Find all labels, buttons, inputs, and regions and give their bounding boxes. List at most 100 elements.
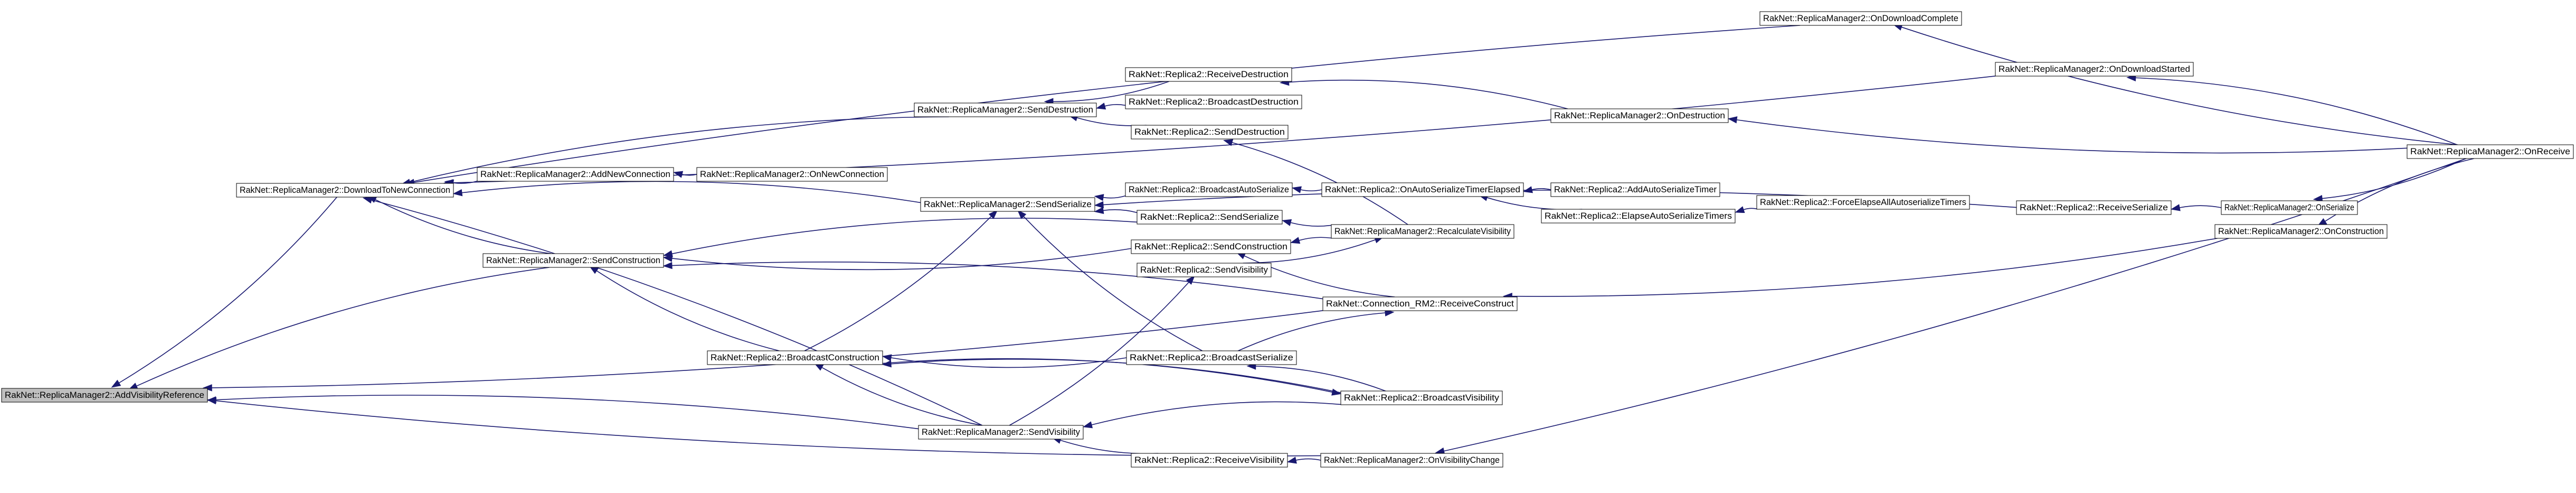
node-r2sv[interactable]: RakNet::Replica2::SendVisibility [1137, 263, 1272, 277]
node-bc[interactable]: RakNet::Replica2::BroadcastConstruction [707, 350, 883, 365]
edge-line [671, 218, 1138, 255]
node-rv[interactable]: RakNet::Replica2::ReceiveVisibility [1131, 453, 1288, 468]
edge-line [1060, 440, 1159, 454]
arrowhead [362, 197, 373, 204]
edge-ssm-to-dtnc [452, 181, 921, 203]
node-box [1126, 350, 1297, 365]
edge-line [1512, 238, 2218, 297]
edge-rbd-to-sdst [1096, 103, 1126, 110]
edge-bv-to-bs [1246, 362, 1386, 392]
edge-r2ss-to-ssm [1094, 207, 1138, 214]
node-rrd[interactable]: RakNet::Replica2::ReceiveDestruction [1125, 67, 1292, 82]
node-aast[interactable]: RakNet::Replica2::AddAutoSerializeTimer [1550, 182, 1720, 197]
node-bas[interactable]: RakNet::Replica2::BroadcastAutoSerialize [1125, 182, 1293, 197]
edge-line [452, 76, 1996, 183]
arrowhead [1290, 237, 1301, 244]
edge-onc-to-anc [673, 171, 697, 178]
node-avr: RakNet::ReplicaManager2::AddVisibilityRe… [1, 388, 208, 403]
edge-line [1531, 188, 1551, 190]
node-label: RakNet::Replica2::BroadcastSerialize [1130, 353, 1293, 362]
edge-orcv-to-oser [2313, 158, 2466, 202]
edge-bv-to-svm [1083, 401, 1341, 429]
node-oc[interactable]: RakNet::ReplicaManager2::OnConstruction [2214, 224, 2388, 239]
node-label: RakNet::Replica2::SendSerialize [1140, 212, 1279, 222]
node-box [1131, 453, 1288, 468]
arrowhead [1735, 206, 1745, 213]
edge-line [681, 174, 697, 176]
arrowhead [662, 255, 673, 262]
node-bv[interactable]: RakNet::Replica2::BroadcastVisibility [1340, 390, 1503, 405]
edge-line [2135, 77, 2458, 145]
node-sdst[interactable]: RakNet::ReplicaManager2::SendDestruction [914, 103, 1097, 117]
arrowhead [1094, 201, 1104, 209]
arrowhead [662, 262, 673, 269]
node-box [1322, 296, 1518, 311]
node-ssm[interactable]: RakNet::ReplicaManager2::SendSerialize [920, 197, 1095, 212]
node-rser[interactable]: RakNet::Replica2::ReceiveSerialize [2016, 200, 2172, 215]
arrowhead [1223, 139, 1234, 146]
node-rcv[interactable]: RakNet::ReplicaManager2::RecalculateVisi… [1331, 224, 1514, 239]
node-label: RakNet::Replica2::ReceiveDestruction [1129, 70, 1289, 79]
edge-r2sc-to-scm [662, 248, 1132, 271]
arrowhead [1727, 116, 1738, 124]
node-rbd[interactable]: RakNet::Replica2::BroadcastDestruction [1125, 95, 1302, 109]
arrowhead [1286, 457, 1297, 464]
node-label: RakNet::Replica2::BroadcastAutoSerialize [1129, 185, 1289, 194]
node-r2sc[interactable]: RakNet::Replica2::SendConstruction [1131, 239, 1291, 254]
node-feas[interactable]: RakNet::Replica2::ForceElapseAllAutoseri… [1756, 195, 1970, 210]
node-onc[interactable]: RakNet::ReplicaManager2::OnNewConnection [696, 167, 888, 182]
node-anc[interactable]: RakNet::ReplicaManager2::AddNewConnectio… [477, 167, 674, 182]
node-svm[interactable]: RakNet::ReplicaManager2::SendVisibility [918, 425, 1084, 440]
arrowhead [1186, 275, 1195, 285]
node-label: RakNet::Replica2::BroadcastDestruction [1129, 97, 1299, 107]
edge-line [1299, 237, 1332, 241]
edge-line [1104, 104, 1126, 107]
edge-line [461, 181, 921, 203]
edge-layer [111, 24, 2474, 464]
edge-bs-to-crc [1238, 309, 1395, 351]
node-bs[interactable]: RakNet::Replica2::BroadcastSerialize [1126, 350, 1297, 365]
node-box [696, 167, 888, 182]
node-label: RakNet::ReplicaManager2::AddVisibilityRe… [5, 390, 204, 400]
edge-line [215, 400, 1321, 457]
node-label: RakNet::ReplicaManager2::OnDestruction [1554, 111, 1725, 120]
edge-line [1243, 239, 1376, 264]
edge-aast-to-oaste [1523, 186, 1551, 193]
node-label: RakNet::Replica2::SendVisibility [1140, 265, 1268, 275]
edge-dtnc-to-avr [111, 197, 337, 388]
node-r2ss[interactable]: RakNet::Replica2::SendSerialize [1137, 210, 1283, 225]
node-oaste[interactable]: RakNet::Replica2::OnAutoSerializeTimerEl… [1321, 182, 1524, 197]
edge-line [371, 199, 983, 426]
node-orcv[interactable]: RakNet::ReplicaManager2::OnReceive [2407, 144, 2574, 159]
node-od[interactable]: RakNet::ReplicaManager2::OnDestruction [1550, 108, 1729, 123]
node-crc[interactable]: RakNet::Connection_RM2::ReceiveConstruct [1322, 296, 1518, 311]
edge-line [375, 199, 551, 254]
arrowhead [882, 360, 892, 368]
node-scm[interactable]: RakNet::ReplicaManager2::SendConstructio… [482, 253, 664, 268]
node-oser[interactable]: RakNet::ReplicaManager2::OnSerialize [2221, 200, 2358, 215]
node-label: RakNet::ReplicaManager2::OnNewConnection [700, 170, 884, 179]
edge-line [891, 357, 1127, 368]
node-box [2221, 200, 2358, 215]
edge-bs-to-bc [882, 354, 1127, 368]
edge-line [1255, 366, 1386, 392]
edge-line [1290, 222, 1332, 227]
edge-line [1091, 401, 1341, 425]
edge-line [821, 367, 982, 426]
edge-oaste-to-bas [1291, 186, 1322, 193]
edge-line [1300, 189, 1322, 192]
edge-rcv-to-r2sd [1223, 139, 1408, 225]
node-r2sd[interactable]: RakNet::Replica2::SendDestruction [1131, 125, 1289, 139]
edge-line [1103, 195, 1126, 199]
node-ovc[interactable]: RakNet::ReplicaManager2::OnVisibilityCha… [1320, 453, 1503, 468]
edge-line [804, 216, 992, 351]
node-ods[interactable]: RakNet::ReplicaManager2::OnDownloadStart… [1995, 62, 2194, 77]
node-dtnc[interactable]: RakNet::ReplicaManager2::DownloadToNewCo… [236, 183, 454, 198]
edge-scm-to-avr [128, 267, 550, 390]
edge-orcv-to-odc [1892, 24, 2458, 145]
edge-ovc-to-rv [1286, 457, 1321, 464]
node-odc[interactable]: RakNet::ReplicaManager2::OnDownloadCompl… [1759, 11, 1962, 26]
node-east[interactable]: RakNet::Replica2::ElapseAutoSerializeTim… [1541, 209, 1736, 224]
edge-bc-to-ssm [804, 209, 998, 351]
arrowhead [1096, 103, 1106, 110]
